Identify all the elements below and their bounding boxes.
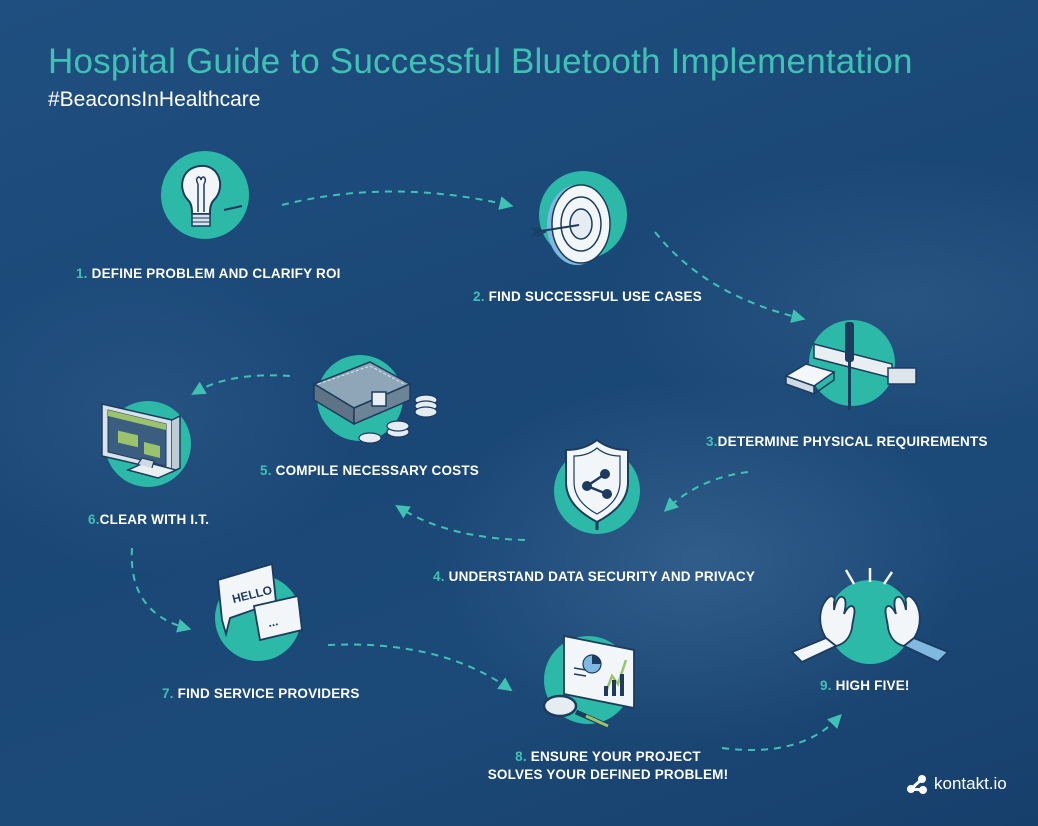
arrow-6-to-7 xyxy=(130,547,192,633)
arrow-4-to-5 xyxy=(395,505,526,541)
arrow-5-to-6 xyxy=(191,374,291,395)
kontakt-logo-icon xyxy=(907,775,927,794)
chat-bubbles-icon: HELLO ... xyxy=(215,562,303,661)
step-8-label-line-2: SOLVES YOUR DEFINED PROBLEM! xyxy=(487,767,729,782)
step-6-label: 6.CLEAR WITH I.T. xyxy=(88,512,210,527)
computer-monitor-icon xyxy=(101,401,191,487)
step-7-label: 7. FIND SERVICE PROVIDERS xyxy=(162,686,360,701)
target-arrow-icon xyxy=(530,171,627,265)
page-title: Hospital Guide to Successful Bluetooth I… xyxy=(48,42,913,81)
screwdriver-beacon-icon xyxy=(784,320,917,410)
step-4-label: 4. UNDERSTAND DATA SECURITY AND PRIVACY xyxy=(433,569,756,584)
arrow-7-to-8 xyxy=(327,643,513,692)
arrow-8-to-9 xyxy=(721,713,842,751)
arrow-3-to-4 xyxy=(663,471,749,512)
hashtag-subtitle: #BeaconsInHealthcare xyxy=(48,88,261,111)
step-5-label: 5. COMPILE NECESSARY COSTS xyxy=(260,463,480,478)
step-9-label: 9. HIGH FIVE! xyxy=(820,678,910,693)
presentation-magnifier-icon xyxy=(542,634,635,729)
brand-name: kontakt.io xyxy=(934,774,1007,793)
wallet-coins-icon xyxy=(312,355,438,444)
brand-logo: kontakt.io xyxy=(906,772,1007,796)
arrow-2-to-3 xyxy=(654,231,806,323)
step-3-label: 3.DETERMINE PHYSICAL REQUIREMENTS xyxy=(706,434,988,449)
high-five-icon xyxy=(790,568,950,664)
shield-icon xyxy=(554,438,640,534)
step-2-label: 2. FIND SUCCESSFUL USE CASES xyxy=(473,289,702,304)
dots-bubble-text: ... xyxy=(267,614,280,630)
arrow-1-to-2 xyxy=(281,190,514,210)
step-1-label: 1. DEFINE PROBLEM AND CLARIFY ROI xyxy=(76,266,341,281)
light-bulb-icon xyxy=(161,151,249,239)
